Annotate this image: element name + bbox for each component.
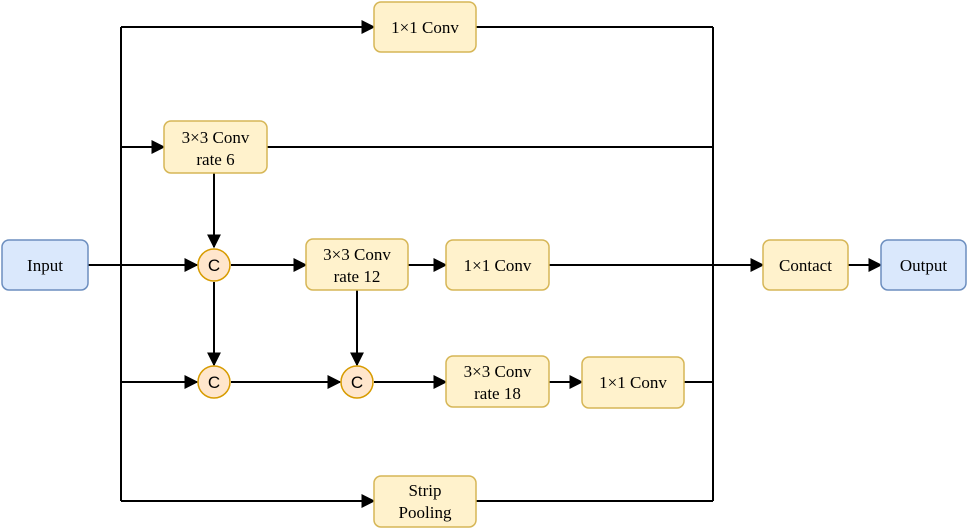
- strip-pooling-node: Strip Pooling: [373, 475, 477, 528]
- conv1x1-low-label: 1×1 Conv: [599, 373, 667, 392]
- strip-pooling-label-line1: Strip: [408, 481, 441, 500]
- concat-3-node: C: [340, 365, 374, 399]
- conv3x3-rate6-node: 3×3 Conv rate 6: [163, 120, 268, 174]
- conv1x1-low-node: 1×1 Conv: [581, 356, 685, 409]
- input-label: Input: [27, 256, 63, 275]
- output-node: Output: [880, 239, 967, 291]
- conv3x3-rate12-label-line2: rate 12: [334, 267, 381, 286]
- conv1x1-top-label: 1×1 Conv: [391, 18, 459, 37]
- concat-1-label: C: [208, 256, 220, 275]
- edges: [88, 20, 883, 508]
- concat-2-node: C: [197, 365, 231, 399]
- conv3x3-rate18-label-line2: rate 18: [474, 384, 521, 403]
- conv3x3-rate6-label-line1: 3×3 Conv: [182, 128, 250, 147]
- contact-label: Contact: [779, 256, 832, 275]
- strip-pooling-label-line2: Pooling: [399, 503, 452, 522]
- input-node: Input: [1, 239, 89, 291]
- conv3x3-rate18-label-line1: 3×3 Conv: [464, 362, 532, 381]
- conv3x3-rate12-label-line1: 3×3 Conv: [323, 245, 391, 264]
- contact-node: Contact: [762, 239, 849, 291]
- conv3x3-rate12-node: 3×3 Conv rate 12: [305, 238, 409, 291]
- conv1x1-top-node: 1×1 Conv: [373, 1, 477, 53]
- output-label: Output: [900, 256, 948, 275]
- conv1x1-mid-node: 1×1 Conv: [445, 239, 550, 291]
- concat-1-node: C: [197, 248, 231, 282]
- concat-3-label: C: [351, 373, 363, 392]
- conv3x3-rate6-label-line2: rate 6: [196, 150, 234, 169]
- conv3x3-rate18-node: 3×3 Conv rate 18: [445, 355, 550, 408]
- concat-2-label: C: [208, 373, 220, 392]
- conv1x1-mid-label: 1×1 Conv: [464, 256, 532, 275]
